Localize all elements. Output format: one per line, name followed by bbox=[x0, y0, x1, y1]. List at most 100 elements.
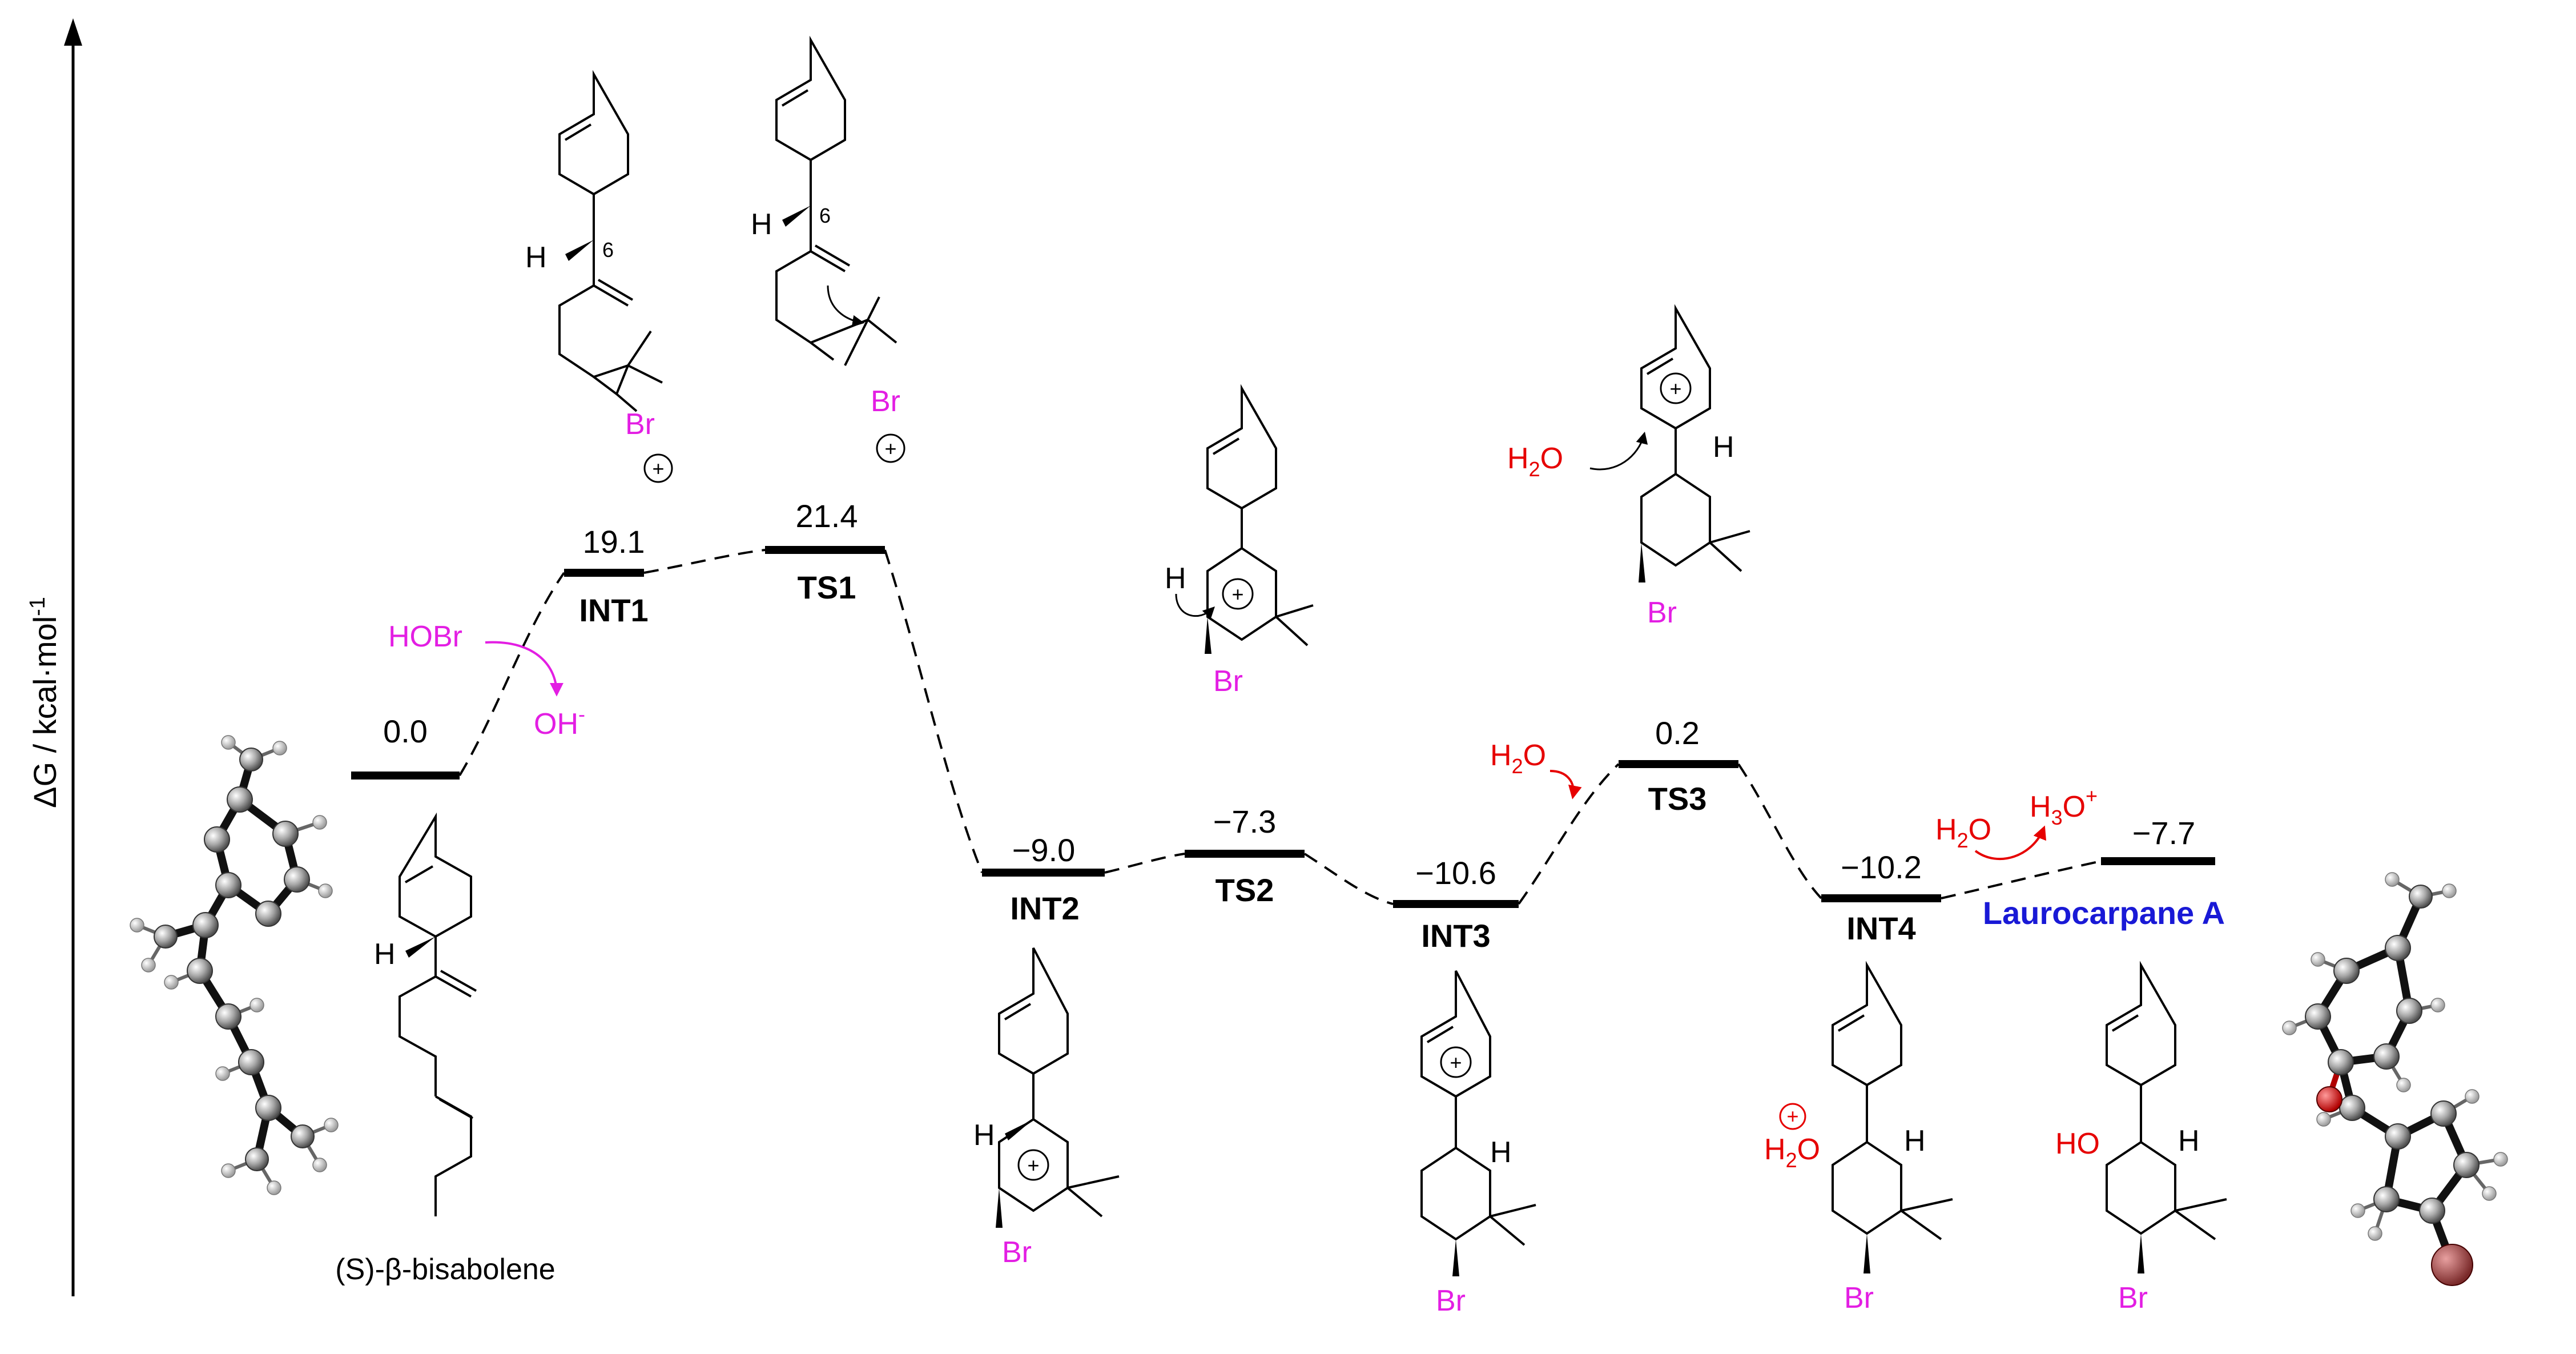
ts3-charge-sign: + bbox=[1669, 377, 1681, 400]
int3-br-wedge bbox=[1452, 1239, 1459, 1276]
ts1-charge-sign: + bbox=[884, 437, 896, 460]
ts3-h: H bbox=[1713, 431, 1734, 464]
structure-int1 bbox=[558, 70, 663, 412]
structure-product bbox=[2106, 961, 2227, 1240]
int1-wedge bbox=[565, 240, 594, 261]
int1-charge-sign: + bbox=[652, 457, 664, 480]
ts1-wedge bbox=[782, 206, 811, 227]
connector-int3-ts3 bbox=[1518, 763, 1620, 905]
proton-transfer-arrow bbox=[1974, 825, 2046, 861]
bisabolene-h: H bbox=[374, 938, 396, 971]
ts2-curved-arrow bbox=[1175, 593, 1215, 620]
int3-h: H bbox=[1490, 1136, 1512, 1169]
ts2-charge-sign: + bbox=[1231, 582, 1243, 606]
level-value-product: −7.7 bbox=[2132, 815, 2196, 851]
water-ts3: H2O bbox=[1490, 739, 1546, 778]
reaction-path-connectors bbox=[458, 549, 2102, 905]
product-h: H bbox=[2178, 1124, 2200, 1158]
ts1-br: Br bbox=[871, 385, 900, 418]
int2-wedge bbox=[1005, 1119, 1033, 1140]
connector-ts3-int4 bbox=[1737, 763, 1822, 899]
connector-int4-product bbox=[1941, 860, 2102, 899]
bisabolene-wedge bbox=[405, 937, 436, 958]
level-value-ts1: 21.4 bbox=[796, 498, 858, 534]
int4-charge-sign: + bbox=[1786, 1104, 1798, 1128]
int4-h: H bbox=[1904, 1124, 1926, 1158]
int4-oxonium: H2O bbox=[1764, 1133, 1820, 1172]
water-ts3-arrow bbox=[1549, 770, 1582, 799]
y-axis-label-exponent: -1 bbox=[26, 597, 50, 616]
level-label-ts3: TS3 bbox=[1648, 781, 1707, 817]
y-axis-arrowhead bbox=[64, 18, 82, 46]
ts1-h: H bbox=[751, 208, 772, 241]
level-value-int2: −9.0 bbox=[1012, 832, 1076, 868]
water-int4: H2O bbox=[1935, 813, 1991, 852]
int4-br: Br bbox=[1844, 1281, 1874, 1315]
ts1-locant: 6 bbox=[819, 204, 831, 227]
int2-br: Br bbox=[1002, 1236, 1032, 1269]
int3-br: Br bbox=[1436, 1284, 1466, 1317]
bromine-atom bbox=[2431, 1244, 2473, 1286]
int2-charge-sign: + bbox=[1027, 1154, 1039, 1177]
structure-int4 bbox=[1832, 961, 1953, 1240]
int4-br-wedge bbox=[1863, 1234, 1870, 1273]
int3-charge-sign: + bbox=[1450, 1051, 1462, 1074]
int1-charge bbox=[643, 453, 673, 483]
hydroxide-leaving: OH- bbox=[534, 702, 585, 741]
ts2-h: H bbox=[1165, 562, 1186, 595]
level-value-int1: 19.1 bbox=[583, 524, 645, 560]
connector-start-int1 bbox=[458, 572, 565, 777]
y-axis-label: ΔG / kcal·mol-1 bbox=[26, 597, 63, 808]
ts3-charge bbox=[1660, 372, 1692, 404]
product-br-wedge bbox=[2138, 1234, 2144, 1273]
connector-ts1-int2 bbox=[884, 549, 983, 873]
int1-h: H bbox=[525, 241, 547, 274]
level-label-int1: INT1 bbox=[579, 592, 648, 628]
ts2-br: Br bbox=[1213, 665, 1243, 698]
int2-charge bbox=[1017, 1149, 1049, 1181]
ts2-wedge bbox=[1205, 617, 1211, 654]
ts3-wedge bbox=[1639, 543, 1645, 582]
ts2-charge bbox=[1222, 578, 1254, 610]
energy-levels: 0.0 19.1 INT1 21.4 TS1 −9.0 INT2 −7.3 TS… bbox=[351, 498, 2225, 954]
structure-int3 bbox=[1420, 970, 1536, 1246]
ball-stick-model-laurocarpane bbox=[2282, 872, 2508, 1286]
int2-br-wedge bbox=[996, 1188, 1003, 1228]
structure-int2 bbox=[998, 947, 1120, 1218]
level-value-start: 0.0 bbox=[383, 713, 428, 749]
int2-h: H bbox=[973, 1119, 995, 1152]
int1-br: Br bbox=[625, 408, 655, 441]
connector-int2-ts2 bbox=[1104, 853, 1185, 874]
structure-ts3 bbox=[1640, 304, 1750, 572]
connector-int1-ts1 bbox=[643, 549, 766, 574]
hobr-curved-arrow bbox=[485, 641, 564, 697]
level-value-int4: −10.2 bbox=[1841, 849, 1922, 885]
structure-ts1 bbox=[775, 35, 897, 366]
level-value-ts2: −7.3 bbox=[1213, 803, 1277, 839]
level-label-ts2: TS2 bbox=[1215, 872, 1274, 908]
level-label-ts1: TS1 bbox=[798, 569, 856, 605]
hydronium: H3O+ bbox=[2030, 784, 2098, 829]
ts3-water: H2O bbox=[1507, 442, 1563, 481]
reagent-annotations: HOBr OH- H2O H2O H3O+ bbox=[388, 620, 2098, 861]
level-label-int4: INT4 bbox=[1846, 910, 1915, 946]
int1-locant: 6 bbox=[602, 238, 614, 262]
level-value-int3: −10.6 bbox=[1415, 855, 1496, 891]
product-ho: HO bbox=[2055, 1127, 2100, 1160]
level-value-ts3: 0.2 bbox=[1655, 715, 1700, 751]
start-compound-name: (S)-β-bisabolene bbox=[335, 1253, 555, 1286]
int3-charge bbox=[1440, 1046, 1472, 1078]
ts1-charge bbox=[876, 433, 905, 463]
connector-ts2-int3 bbox=[1303, 853, 1394, 905]
ball-stick-model-bisabolene bbox=[130, 735, 339, 1195]
y-axis: ΔG / kcal·mol-1 bbox=[26, 18, 82, 1296]
product-br: Br bbox=[2118, 1281, 2148, 1315]
ts3-water-arrow bbox=[1589, 431, 1648, 471]
level-label-int3: INT3 bbox=[1421, 918, 1490, 954]
ts1-curved-arrow bbox=[827, 285, 865, 327]
structure-ts2 bbox=[1206, 384, 1314, 646]
level-label-int2: INT2 bbox=[1010, 890, 1079, 926]
structure-bisabolene bbox=[399, 812, 477, 1216]
ts3-br: Br bbox=[1647, 596, 1677, 629]
